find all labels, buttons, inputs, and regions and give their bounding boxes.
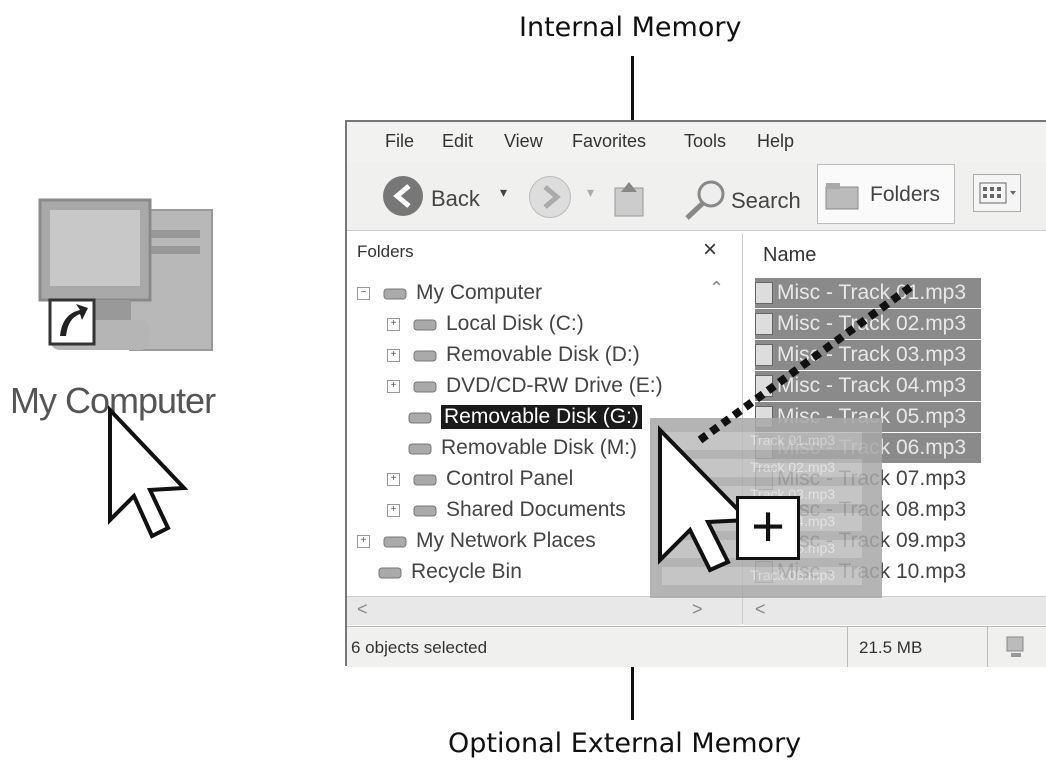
- up-folder-icon[interactable]: [609, 176, 649, 220]
- computer-icon: [382, 283, 408, 303]
- search-button[interactable]: Search: [731, 188, 801, 213]
- menu-tools[interactable]: Tools: [684, 131, 727, 151]
- tree-item-label: Shared Documents: [446, 498, 626, 521]
- control-panel-icon: [412, 469, 438, 489]
- forward-dropdown-icon[interactable]: ▾: [587, 184, 595, 200]
- menu-bar: File Edit View Favorites Tools Help: [347, 122, 1046, 162]
- status-bar: 6 objects selected 21.5 MB: [347, 626, 1046, 667]
- tree-item-label: My Computer: [416, 281, 543, 304]
- menu-help[interactable]: Help: [757, 131, 795, 151]
- menu-view[interactable]: View: [504, 131, 543, 151]
- mp3-file-icon: [755, 282, 773, 304]
- removable-disk-icon: [407, 407, 433, 427]
- tree-item-label: Control Panel: [446, 467, 574, 490]
- my-computer-icon: [38, 198, 213, 351]
- scroll-right-icon[interactable]: >: [692, 599, 703, 619]
- menu-edit[interactable]: Edit: [442, 131, 474, 151]
- folder-icon: [412, 500, 438, 520]
- network-icon: [382, 531, 408, 551]
- file-row[interactable]: Misc - Track 03.mp3: [755, 340, 981, 370]
- copy-badge: +: [736, 494, 800, 560]
- folders-pane-title: Folders: [357, 242, 414, 261]
- file-row[interactable]: Misc - Track 02.mp3: [755, 309, 981, 339]
- drag-ghost-row: Track 02.mp3: [662, 459, 862, 477]
- tree-expander-icon[interactable]: +: [387, 348, 400, 362]
- file-row[interactable]: Misc - Track 04.mp3: [755, 371, 981, 401]
- tree-item-label: Removable Disk (D:): [446, 343, 640, 366]
- tree-item-label: My Network Places: [416, 529, 596, 552]
- tree-expander-icon[interactable]: +: [357, 534, 370, 548]
- removable-disk-icon: [407, 438, 433, 458]
- mp3-file-icon: [755, 375, 773, 397]
- drag-ghost-label: Track 06.mp3: [750, 567, 836, 583]
- views-icon: [979, 182, 1016, 204]
- removable-disk-icon: [412, 345, 438, 365]
- internal-memory-label: Internal Memory: [519, 12, 742, 43]
- tree-expander-icon[interactable]: +: [387, 317, 400, 331]
- tree-item[interactable]: Removable Disk (M:): [407, 433, 637, 463]
- tree-item[interactable]: + Shared Documents: [387, 495, 626, 525]
- tree-item-label: Removable Disk (M:): [441, 436, 638, 459]
- menu-file[interactable]: File: [385, 131, 415, 151]
- drag-ghost-row: Track 06.mp3: [662, 567, 862, 585]
- tree-item[interactable]: + DVD/CD-RW Drive (E:): [387, 371, 663, 401]
- close-icon[interactable]: ×: [703, 236, 718, 263]
- my-computer-desktop-icon[interactable]: My Computer: [10, 190, 260, 540]
- folders-button[interactable]: Folders: [817, 164, 955, 224]
- scroll-left-icon[interactable]: <: [357, 599, 368, 619]
- tree-expander-icon[interactable]: +: [387, 472, 400, 486]
- tree-item-label: DVD/CD-RW Drive (E:): [446, 374, 663, 397]
- cd-drive-icon: [412, 376, 438, 396]
- back-dropdown-icon[interactable]: ▾: [500, 184, 508, 200]
- drag-ghost-row: Track 01.mp3: [662, 432, 862, 450]
- tree-item[interactable]: Removable Disk (G:): [407, 402, 642, 432]
- file-name: Misc - Track 04.mp3: [777, 374, 967, 397]
- tree-item[interactable]: − My Computer: [357, 278, 542, 308]
- tree-item[interactable]: + Removable Disk (D:): [387, 340, 640, 370]
- back-button[interactable]: Back: [431, 186, 480, 211]
- name-column-header[interactable]: Name: [763, 244, 817, 266]
- recycle-bin-icon: [377, 562, 403, 582]
- folders-icon: [825, 183, 859, 210]
- tree-item-label: Removable Disk (G:): [441, 405, 642, 429]
- tree-item-label: Local Disk (C:): [446, 312, 584, 335]
- views-button[interactable]: [973, 174, 1021, 212]
- tree-expander-icon[interactable]: +: [387, 503, 400, 517]
- computer-zone-icon: [1006, 636, 1024, 657]
- drag-ghost-label: Track 01.mp3: [750, 432, 836, 448]
- folders-button-label: Folders: [870, 183, 941, 206]
- search-icon[interactable]: [681, 178, 731, 222]
- mp3-file-icon: [755, 313, 773, 335]
- copy-plus-icon: +: [751, 494, 785, 559]
- back-arrow-icon[interactable]: [383, 176, 423, 216]
- tree-item[interactable]: + Control Panel: [387, 464, 573, 494]
- menu-favorites[interactable]: Favorites: [572, 131, 647, 151]
- file-name: Misc - Track 02.mp3: [777, 312, 967, 335]
- external-memory-label: Optional External Memory: [448, 728, 802, 759]
- folders-hscrollbar[interactable]: < >: [347, 596, 742, 625]
- file-row[interactable]: Misc - Track 01.mp3: [755, 278, 981, 308]
- selection-status: 6 objects selected: [351, 638, 488, 657]
- tree-expander-icon[interactable]: −: [357, 286, 370, 300]
- size-status: 21.5 MB: [859, 638, 923, 657]
- tree-item[interactable]: Recycle Bin: [377, 557, 522, 587]
- disk-icon: [412, 314, 438, 334]
- tree-item[interactable]: + Local Disk (C:): [387, 309, 584, 339]
- file-name: Misc - Track 01.mp3: [777, 281, 967, 304]
- scroll-up-icon[interactable]: ⌃: [709, 278, 725, 298]
- file-name: Misc - Track 03.mp3: [777, 343, 967, 366]
- drag-ghost-label: Track 02.mp3: [750, 459, 836, 475]
- tree-item[interactable]: + My Network Places: [357, 526, 596, 556]
- forward-arrow-icon[interactable]: [529, 176, 571, 218]
- tree-item-label: Recycle Bin: [411, 560, 522, 583]
- files-hscrollbar[interactable]: <: [743, 596, 1046, 625]
- files-scroll-left-icon[interactable]: <: [755, 599, 766, 619]
- mp3-file-icon: [755, 344, 773, 366]
- tree-expander-icon[interactable]: +: [387, 379, 400, 393]
- my-computer-label: My Computer: [10, 380, 216, 421]
